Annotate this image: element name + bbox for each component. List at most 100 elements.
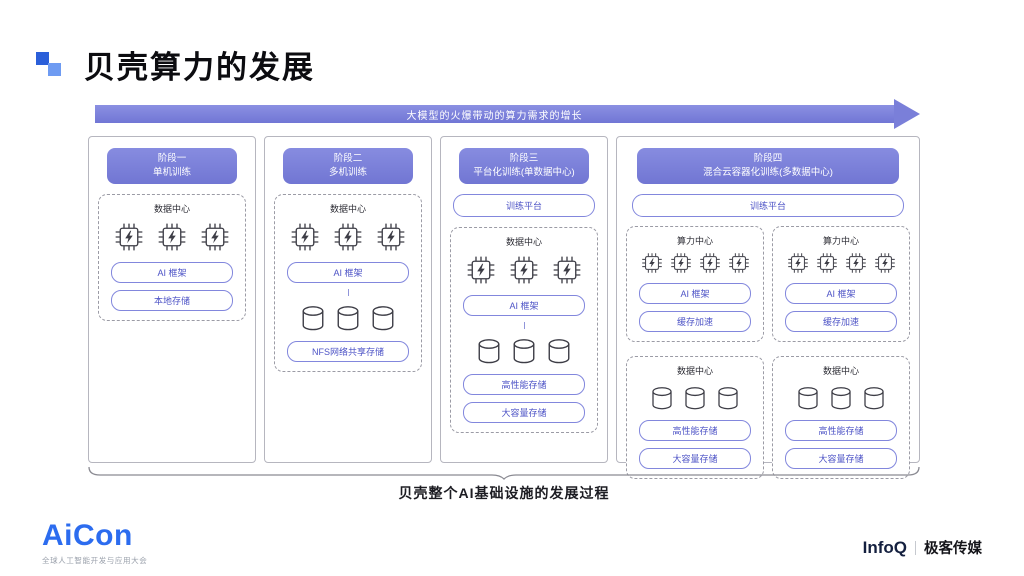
large-capacity-storage-pill: 大容量存储 <box>784 447 898 469</box>
stage-1-chip-row <box>114 222 230 252</box>
connector-line <box>523 321 525 329</box>
high-perf-storage-pill: 高性能存储 <box>784 419 898 441</box>
chip-icon <box>376 222 406 252</box>
stage-1-datacenter-box: 数据中心 AI 框架 本地存储 <box>98 193 246 321</box>
stage-3-training-platform-pill: 训练平台 <box>452 193 596 217</box>
chip-icon <box>816 252 838 274</box>
stage-4-subtitle: 混合云容器化训练(多数据中心) <box>703 166 833 178</box>
stage-4-compute-row: 算力中心 AI 框架 缓存加速 算力中心 <box>626 225 910 342</box>
connector-line <box>347 288 349 296</box>
arrow-body: 大模型的火爆带动的算力需求的增长 <box>95 105 894 123</box>
chip-icon <box>728 252 750 274</box>
stages-row: 阶段一 单机训练 数据中心 AI 框架 本地存储 阶段二 多机训练 数 <box>88 136 920 479</box>
partner-name: 极客传媒 <box>924 541 982 557</box>
chip-icon <box>787 252 809 274</box>
compute-center-chip-row <box>787 252 896 274</box>
chip-icon <box>114 222 144 252</box>
ai-framework-pill: AI 框架 <box>784 282 898 304</box>
database-icon <box>476 336 502 366</box>
chip-icon <box>200 222 230 252</box>
stage-3-datacenter-box: 数据中心 AI 框架 高性能存储 大容量存储 <box>450 226 598 433</box>
stage-3-high-perf-storage-pill: 高性能存储 <box>463 373 585 395</box>
high-perf-storage-pill: 高性能存储 <box>638 419 752 441</box>
database-icon <box>683 384 707 412</box>
cache-accel-pill: 缓存加速 <box>784 310 898 332</box>
stage-2-ai-framework-pill: AI 框架 <box>287 261 409 283</box>
demand-growth-arrow: 大模型的火爆带动的算力需求的增长 <box>95 99 921 129</box>
ai-framework-pill: AI 框架 <box>638 282 752 304</box>
stage-3-panel: 阶段三 平台化训练(单数据中心) 训练平台 数据中心 AI 框架 高性能存 <box>440 136 608 463</box>
cache-accel-pill: 缓存加速 <box>638 310 752 332</box>
stage-2-datacenter-box: 数据中心 AI 框架 NFS网络共享存储 <box>274 193 422 372</box>
page-title: 贝壳算力的发展 <box>84 50 315 85</box>
aicon-logo: AiCon <box>42 519 133 552</box>
stage-2-database-row <box>300 303 396 333</box>
chip-icon <box>466 255 496 285</box>
database-icon <box>546 336 572 366</box>
stage-1-panel: 阶段一 单机训练 数据中心 AI 框架 本地存储 <box>88 136 256 463</box>
stage-4-panel: 阶段四 混合云容器化训练(多数据中心) 训练平台 算力中心 AI 框架 缓存加速 <box>616 136 920 479</box>
stage-4-header: 阶段四 混合云容器化训练(多数据中心) <box>637 148 899 184</box>
stage-3-title: 阶段三 <box>509 153 539 164</box>
chip-icon <box>874 252 896 274</box>
title-row: 贝壳算力的发展 <box>36 42 315 87</box>
stage-2-header: 阶段二 多机训练 <box>282 148 414 184</box>
data-center-label: 数据中心 <box>676 365 713 376</box>
arrow-label: 大模型的火爆带动的算力需求的增长 <box>406 110 583 122</box>
stage-2-subtitle: 多机训练 <box>328 166 367 178</box>
stage-1-ai-framework-pill: AI 框架 <box>111 261 233 283</box>
database-icon <box>370 303 396 333</box>
arrow-head-icon <box>894 99 920 129</box>
compute-center-box-1: 算力中心 AI 框架 缓存加速 <box>626 225 764 342</box>
database-icon <box>650 384 674 412</box>
footer-divider <box>915 540 916 555</box>
stage-1-local-storage-pill: 本地存储 <box>111 289 233 311</box>
data-center-database-row <box>650 384 740 412</box>
chip-icon <box>641 252 663 274</box>
stage-2-datacenter-label: 数据中心 <box>329 203 366 214</box>
stage-3-large-capacity-storage-pill: 大容量存储 <box>463 401 585 423</box>
chip-icon <box>509 255 539 285</box>
footer-brand-block: AiCon 全球人工智能开发与应用大会 <box>42 521 147 566</box>
chip-icon <box>157 222 187 252</box>
data-center-box-1: 数据中心 高性能存储 大容量存储 <box>626 355 764 479</box>
compute-center-label: 算力中心 <box>676 235 713 246</box>
database-icon <box>300 303 326 333</box>
stage-4-training-platform-pill: 训练平台 <box>631 193 905 217</box>
database-icon <box>716 384 740 412</box>
caption: 贝壳整个AI基础设施的发展过程 <box>398 485 610 501</box>
chip-icon <box>290 222 320 252</box>
stage-2-nfs-storage-pill: NFS网络共享存储 <box>287 340 409 362</box>
stage-1-datacenter-label: 数据中心 <box>153 203 190 214</box>
stage-2-panel: 阶段二 多机训练 数据中心 AI 框架 NFS网络共享存储 <box>264 136 432 463</box>
stage-1-title: 阶段一 <box>157 153 187 164</box>
brand-squares-icon <box>36 50 66 80</box>
stage-3-ai-framework-pill: AI 框架 <box>463 294 585 316</box>
data-center-box-2: 数据中心 高性能存储 大容量存储 <box>772 355 910 479</box>
footer-partner-block: InfoQ 极客传媒 <box>863 537 982 558</box>
database-icon <box>796 384 820 412</box>
stage-4-title: 阶段四 <box>753 153 783 164</box>
stage-2-title: 阶段二 <box>333 153 363 164</box>
stage-1-header: 阶段一 单机训练 <box>106 148 238 184</box>
aicon-subtitle: 全球人工智能开发与应用大会 <box>42 556 148 565</box>
stage-3-subtitle: 平台化训练(单数据中心) <box>473 166 575 178</box>
stage-3-header: 阶段三 平台化训练(单数据中心) <box>458 148 590 184</box>
stage-1-subtitle: 单机训练 <box>152 166 191 178</box>
database-icon <box>335 303 361 333</box>
stage-3-chip-row <box>466 255 582 285</box>
stage-3-database-row <box>476 336 572 366</box>
stage-2-chip-row <box>290 222 406 252</box>
underbrace <box>88 466 920 480</box>
compute-center-box-2: 算力中心 AI 框架 缓存加速 <box>772 225 910 342</box>
database-icon <box>829 384 853 412</box>
chip-icon <box>552 255 582 285</box>
stage-4-datacenter-row: 数据中心 高性能存储 大容量存储 数据中心 <box>626 355 910 479</box>
data-center-label: 数据中心 <box>822 365 859 376</box>
chip-icon <box>699 252 721 274</box>
data-center-database-row <box>796 384 886 412</box>
chip-icon <box>333 222 363 252</box>
chip-icon <box>845 252 867 274</box>
chip-icon <box>670 252 692 274</box>
